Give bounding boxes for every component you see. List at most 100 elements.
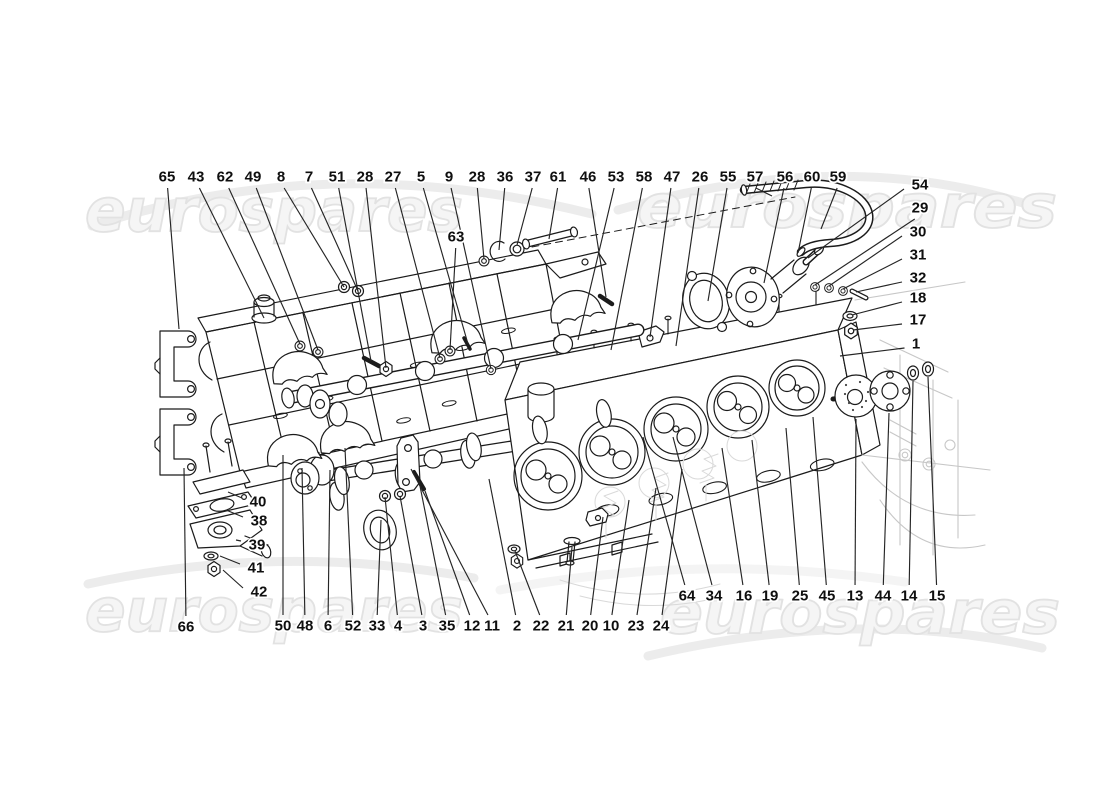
part-number-3: 3 — [419, 618, 427, 635]
leader-line-48 — [301, 467, 306, 616]
part-number-14: 14 — [901, 588, 918, 605]
leader-line-9 — [450, 187, 492, 370]
part-number-54: 54 — [912, 177, 929, 194]
leader-line-5 — [422, 187, 469, 345]
leader-line-58 — [610, 187, 643, 351]
leader-line-21 — [565, 546, 573, 616]
leader-line-39 — [235, 539, 242, 542]
part-number-52: 52 — [345, 618, 362, 635]
part-number-13: 13 — [847, 588, 864, 605]
leader-line-43 — [198, 187, 265, 319]
leader-line-2 — [488, 478, 517, 616]
leader-line-6 — [327, 469, 331, 616]
leader-line-14 — [908, 380, 914, 586]
water-outlet-assembly — [187, 438, 272, 578]
leader-line-51 — [338, 187, 372, 362]
part-number-34: 34 — [706, 588, 723, 605]
part-number-62: 62 — [217, 169, 234, 186]
part-number-23: 23 — [628, 618, 645, 635]
part-number-6: 6 — [324, 618, 332, 635]
part-number-51: 51 — [329, 169, 346, 186]
leader-line-47 — [649, 187, 672, 338]
part-number-22: 22 — [533, 618, 550, 635]
part-number-50: 50 — [275, 618, 292, 635]
part-number-53: 53 — [608, 169, 625, 186]
leader-line-44 — [882, 412, 890, 586]
leader-line-13 — [854, 418, 857, 586]
part-number-55: 55 — [720, 169, 737, 186]
leader-line-55 — [707, 187, 728, 302]
leader-line-42 — [222, 569, 244, 589]
part-number-11: 11 — [484, 618, 500, 635]
part-number-32: 32 — [910, 270, 927, 287]
watermark-text: eurospares — [85, 576, 463, 646]
leader-line-20 — [590, 516, 604, 616]
leader-line-59 — [820, 187, 838, 230]
leader-line-16 — [721, 447, 744, 586]
leader-line-32 — [855, 281, 903, 293]
part-number-63: 63 — [448, 229, 465, 246]
leader-line-46 — [588, 187, 607, 298]
part-number-44: 44 — [875, 588, 892, 605]
leader-line-56 — [763, 187, 785, 284]
watermark-text: eurospares — [660, 578, 1060, 648]
part-number-2: 2 — [513, 618, 521, 635]
leader-line-19 — [751, 439, 770, 586]
part-number-27: 27 — [385, 169, 402, 186]
leader-line-23 — [636, 487, 657, 616]
part-number-38: 38 — [251, 513, 268, 530]
leader-line-54 — [807, 188, 905, 259]
leader-line-8 — [283, 187, 345, 288]
leader-line-61 — [548, 187, 559, 240]
leader-line-11 — [410, 468, 489, 616]
leader-line-15 — [927, 376, 938, 586]
part-number-66: 66 — [178, 619, 195, 636]
part-number-16: 16 — [736, 588, 753, 605]
part-number-37: 37 — [525, 169, 542, 186]
leader-line-60 — [797, 187, 812, 254]
ghost-engine-block — [854, 281, 991, 556]
part-number-24: 24 — [653, 618, 670, 635]
engine-diagram — [154, 179, 991, 606]
leader-line-30 — [828, 235, 903, 287]
leader-line-12 — [424, 490, 471, 616]
part-number-29: 29 — [912, 200, 929, 217]
leader-line-63 — [449, 247, 457, 351]
part-number-33: 33 — [369, 618, 386, 635]
part-number-64: 64 — [679, 588, 696, 605]
part-number-5: 5 — [417, 169, 425, 186]
part-number-56: 56 — [777, 169, 794, 186]
leader-line-3 — [399, 495, 423, 616]
end-plates — [830, 361, 935, 418]
part-number-7: 7 — [305, 169, 313, 186]
part-number-15: 15 — [929, 588, 946, 605]
leader-line-36 — [498, 187, 506, 251]
part-number-39: 39 — [249, 537, 266, 554]
leader-line-65 — [167, 187, 180, 330]
leader-line-22 — [514, 550, 541, 616]
leader-line-62 — [228, 187, 301, 345]
leader-line-33 — [376, 519, 382, 616]
leader-line-24 — [661, 468, 683, 616]
leader-line-17 — [852, 323, 903, 331]
part-number-35: 35 — [439, 618, 456, 635]
part-number-43: 43 — [188, 169, 205, 186]
leader-line-1 — [839, 347, 905, 357]
leader-line-28 — [476, 187, 485, 260]
distributor-pump-assembly — [531, 179, 874, 340]
leader-line-45 — [812, 416, 827, 586]
leader-line-31 — [842, 258, 903, 290]
leader-line-57 — [755, 187, 773, 197]
leader-line-52 — [344, 447, 354, 616]
part-number-9: 9 — [445, 169, 453, 186]
leader-line-35 — [418, 480, 447, 616]
part-number-47: 47 — [664, 169, 681, 186]
part-number-59: 59 — [830, 169, 847, 186]
part-number-21: 21 — [558, 618, 575, 635]
leader-line-29 — [814, 218, 916, 286]
leader-line-18 — [851, 301, 903, 316]
leader-line-27 — [394, 187, 441, 359]
part-number-42: 42 — [251, 584, 268, 601]
